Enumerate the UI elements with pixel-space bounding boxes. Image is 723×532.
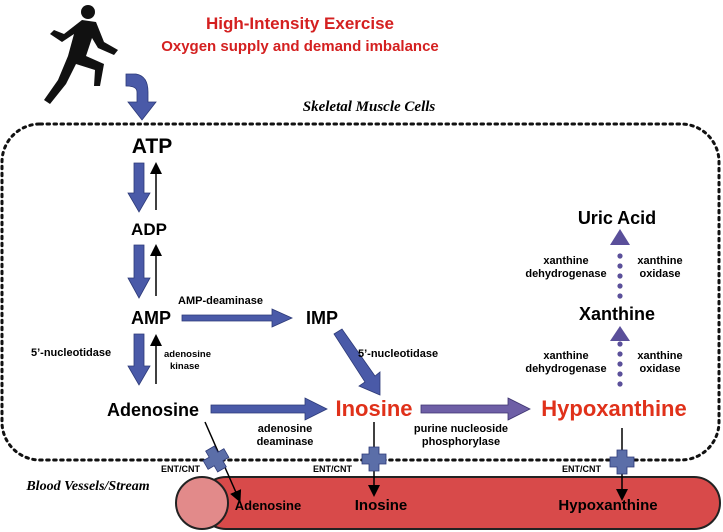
uric-acid-label: Uric Acid	[578, 208, 656, 228]
xanthine-arrowhead	[610, 326, 630, 341]
adenosine-deaminase-line-2: deaminase	[257, 436, 314, 448]
xanthine-label: Xanthine	[579, 304, 655, 324]
adenosine-kinase-line-1: adenosine	[164, 349, 211, 360]
title-line-1: High-Intensity Exercise	[206, 14, 394, 33]
runner-icon	[44, 5, 118, 104]
inosine-label: Inosine	[335, 396, 412, 421]
transporter-label-3: ENT/CNT	[562, 464, 601, 474]
xanthine-to-uric-acid-dots	[617, 253, 623, 299]
amp-label: AMP	[131, 308, 171, 328]
blood-inosine-label: Inosine	[355, 497, 408, 514]
xo-upper-line-2: oxidase	[640, 268, 681, 280]
vessel-label: Blood Vessels/Stream	[25, 479, 149, 494]
uric-acid-arrowhead	[610, 229, 630, 245]
xdh-lower-line-1: xanthine	[543, 350, 588, 362]
cell-label: Skeletal Muscle Cells	[303, 99, 436, 115]
imp-label: IMP	[306, 308, 338, 328]
imp-to-inosine-arrow	[333, 328, 381, 396]
nucleotidase-left-label: 5’-nucleotidase	[31, 347, 111, 359]
xdh-upper-line-1: xanthine	[543, 255, 588, 267]
xo-lower-line-2: oxidase	[640, 363, 681, 375]
amp-to-adenosine-arrow	[127, 333, 151, 386]
amp-to-imp-arrow	[181, 308, 293, 328]
title-line-2: Oxygen supply and demand imbalance	[161, 38, 439, 55]
inosine-to-hypoxanthine-arrow	[420, 397, 531, 421]
blood-adenosine-label: Adenosine	[235, 498, 301, 513]
adenosine-deaminase-line-1: adenosine	[258, 423, 312, 435]
blood-vessel-end	[175, 476, 229, 530]
adenosine-label: Adenosine	[107, 400, 199, 420]
transporter-inosine-icon	[361, 446, 387, 472]
transporter-label-1: ENT/CNT	[161, 464, 200, 474]
exercise-arrow	[125, 73, 157, 121]
xo-upper-line-1: xanthine	[637, 255, 682, 267]
pnp-line-1: purine nucleoside	[414, 423, 508, 435]
hypoxanthine-to-xanthine-dots	[617, 341, 623, 387]
xo-lower-line-1: xanthine	[637, 350, 682, 362]
amp-deaminase-label: AMP-deaminase	[178, 295, 263, 307]
xdh-upper-line-2: dehydrogenase	[525, 268, 606, 280]
hypoxanthine-label: Hypoxanthine	[541, 396, 686, 421]
xdh-lower-line-2: dehydrogenase	[525, 363, 606, 375]
atp-label: ATP	[132, 135, 172, 158]
transporter-hypoxanthine-icon	[609, 449, 635, 475]
atp-to-adp-arrow	[127, 162, 151, 213]
adp-label: ADP	[131, 220, 167, 239]
transporter-adenosine-icon	[202, 445, 230, 473]
blood-hypoxanthine-label: Hypoxanthine	[558, 497, 657, 514]
muscle-cell-boundary	[0, 122, 721, 462]
pnp-line-2: phosphorylase	[422, 436, 500, 448]
transporter-label-2: ENT/CNT	[313, 464, 352, 474]
adp-to-amp-arrow	[127, 244, 151, 299]
nucleotidase-imp-label: 5’-nucleotidase	[358, 348, 438, 360]
adenosine-to-inosine-arrow	[210, 397, 328, 421]
adenosine-kinase-line-2: kinase	[170, 361, 200, 372]
